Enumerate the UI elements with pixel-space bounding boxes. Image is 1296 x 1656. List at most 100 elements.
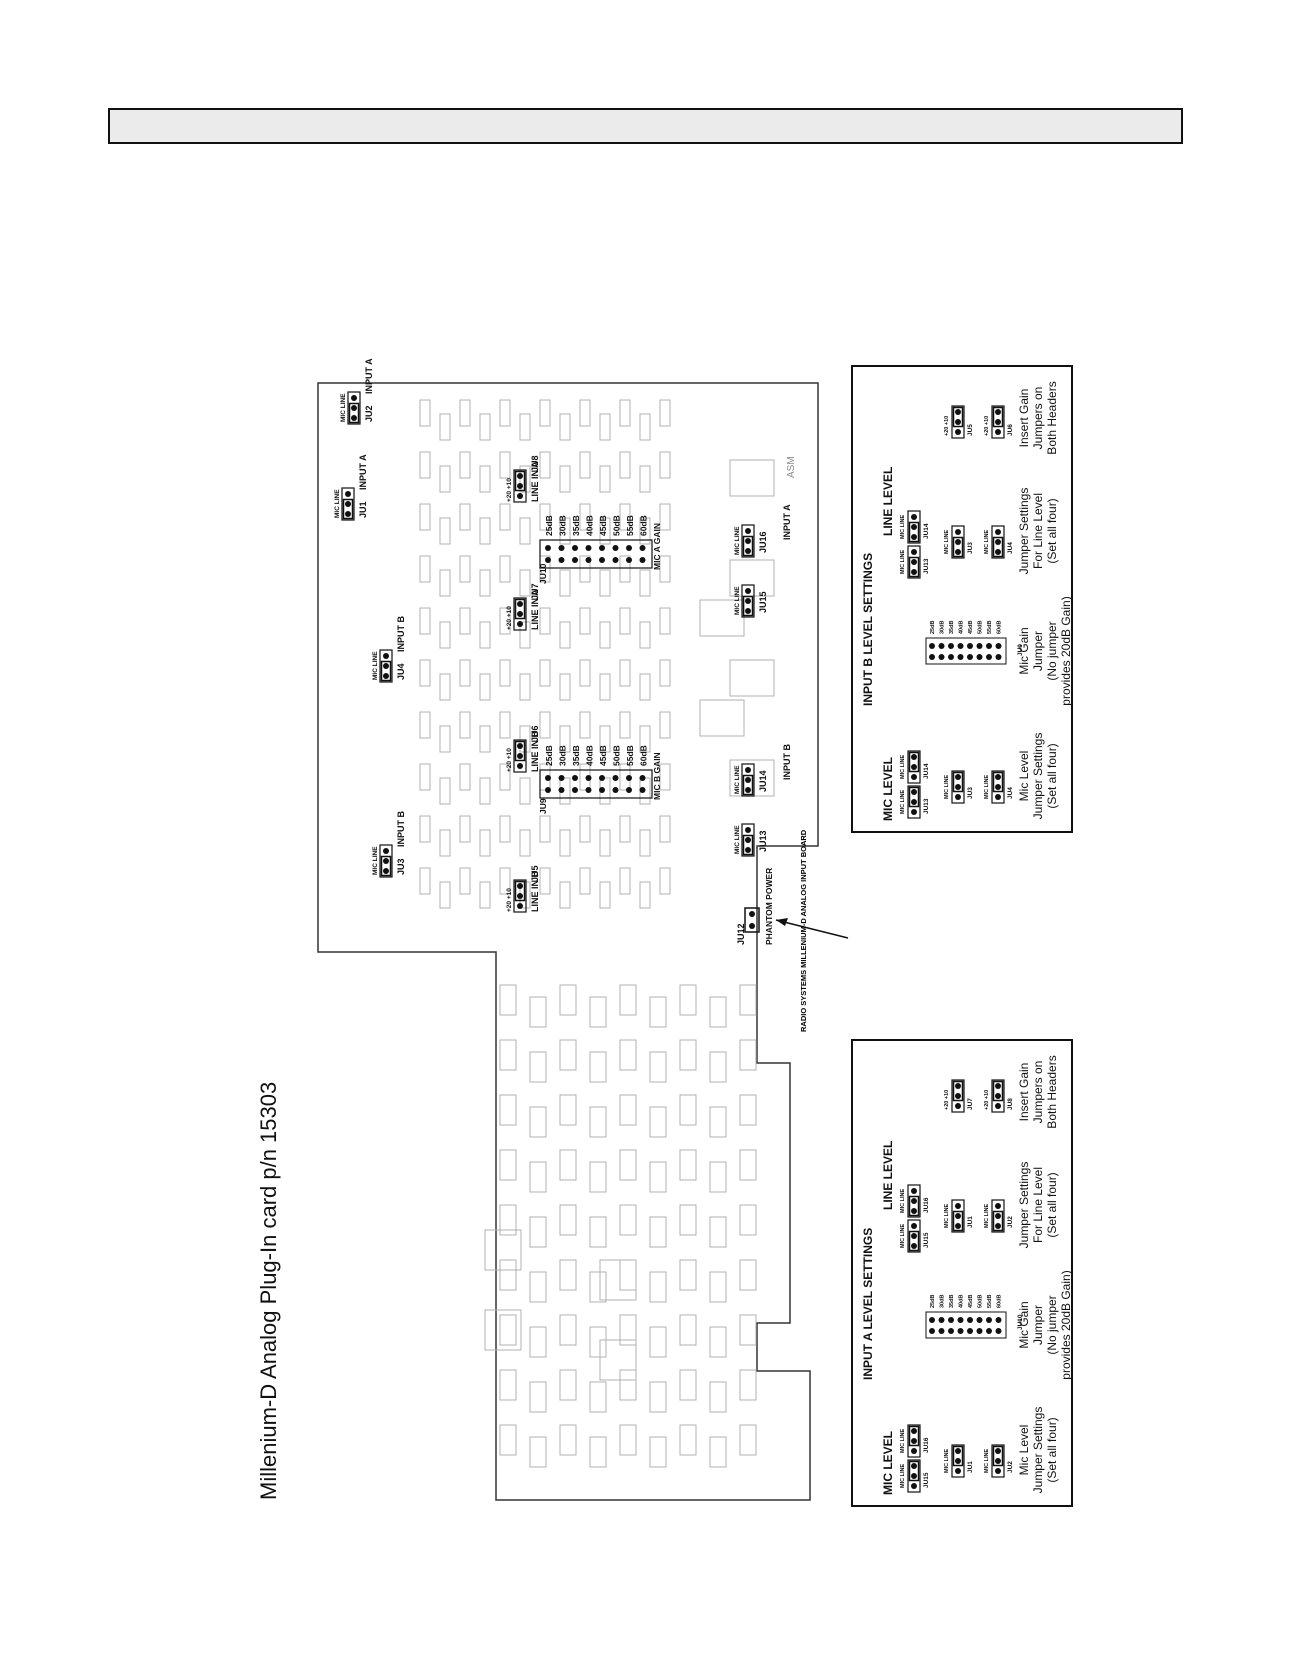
asm-label: ASM: [786, 456, 797, 478]
panel-caption-mic-level-line: Mic Level: [1017, 751, 1031, 802]
jumper-pin: [986, 643, 992, 649]
gain-step-label: 50dB: [612, 515, 622, 536]
gain-step-label: 45dB: [968, 1295, 974, 1308]
jumper-pin: [995, 794, 1001, 800]
jumper-pin: [911, 1198, 917, 1204]
jumper-pin: [948, 654, 954, 660]
gain-step-label: 55dB: [987, 1295, 993, 1308]
jumper-pin: [955, 419, 961, 425]
mic-line-label: MIC LINE: [900, 1464, 906, 1488]
mic-line-label: MIC LINE: [334, 489, 341, 518]
panel-caption-line-level-line: Jumper Settings: [1017, 1162, 1031, 1249]
jumper-pin: [572, 787, 578, 793]
panel-mic-ju2-header: [991, 1444, 1005, 1478]
jumper-pin: [995, 419, 1001, 425]
jumper-pin: [351, 405, 357, 411]
mic-line-label: MIC LINE: [900, 1189, 906, 1213]
jumper-pin: [517, 601, 523, 607]
jumper-pin: [976, 643, 983, 649]
jumper-pin: [599, 787, 605, 793]
panel-gain-jumper-label: JU10: [1017, 1314, 1024, 1330]
jumper-pin: [938, 1328, 945, 1334]
jumper-pin: [383, 858, 389, 864]
jumper-pin: [955, 429, 961, 435]
jumper-pin: [351, 415, 357, 421]
jumper-pin: [995, 539, 1001, 545]
jumper-pin: [599, 775, 605, 781]
jumper-pin: [545, 787, 551, 793]
panel-caption-line-level-line: Jumper Settings: [1017, 488, 1031, 575]
jumper-pin: [995, 643, 1002, 649]
jumper-pin: [995, 549, 1001, 555]
jumper-pin: [955, 1448, 961, 1454]
mic-line-label: MIC LINE: [984, 1449, 990, 1473]
jumper-pin: [911, 1223, 917, 1229]
jumper-pin: [517, 743, 523, 749]
board-ju16-header: [741, 524, 755, 558]
gain-step-label: 60dB: [997, 1295, 1003, 1308]
panel-mic-ju16-label: JU16: [923, 1437, 930, 1453]
jumper-pin: [976, 1317, 983, 1323]
jumper-pin: [986, 1328, 992, 1334]
panel-line-ju1-label: JU1: [967, 1216, 974, 1228]
jumper-pin: [745, 837, 751, 843]
jumper-pin: [345, 511, 351, 517]
panel-caption-mic-level-line: (Set all four): [1045, 743, 1059, 808]
board-ju10-gain-label: MIC A GAIN: [652, 523, 662, 570]
jumper-pin: [995, 1458, 1001, 1464]
mic-line-label: MIC LINE: [372, 651, 379, 680]
jumper-pin: [745, 598, 751, 604]
jumper-pin: [955, 409, 961, 415]
jumper-pin: [955, 1083, 961, 1089]
jumper-pin: [558, 545, 565, 551]
panel-mic-ju14-label: JU14: [923, 763, 930, 779]
jumper-pin: [929, 1328, 935, 1334]
panel-insert-ju5-header: [951, 405, 965, 439]
jumper-pin: [911, 569, 917, 575]
jumper-pin: [612, 557, 619, 563]
jumper-pin: [558, 787, 565, 793]
panel-gain-jumper-label: JU9: [1017, 644, 1024, 656]
board-ju8-label: JU8: [530, 455, 540, 472]
jumper-pin: [995, 1103, 1001, 1109]
jumper-pin: [967, 1328, 973, 1334]
board-ju4-label: JU4: [396, 663, 406, 680]
pointer-arrow: [775, 919, 849, 939]
phantom-power-label: PHANTOM POWER: [764, 868, 774, 945]
jumper-pin: [911, 534, 917, 540]
panel-insert-ju8-header: [991, 1079, 1005, 1113]
plus-label: +20 +10: [506, 606, 513, 630]
panel-mic-ju3-label: JU3: [967, 787, 974, 799]
panel-caption-line-level-line: (Set all four): [1045, 1172, 1059, 1237]
jumper-pin: [383, 663, 389, 669]
gain-step-label: 35dB: [949, 1295, 955, 1308]
panel-mic-level-heading: MIC LEVEL: [881, 757, 895, 821]
jumper-pin: [545, 557, 551, 563]
panel-mic-ju14-header: [907, 750, 921, 784]
mic-line-label: MIC LINE: [734, 526, 741, 555]
jumper-pin: [995, 1468, 1001, 1474]
panel-mic-ju16-header: [907, 1424, 921, 1458]
mic-line-label: MIC LINE: [984, 775, 990, 799]
header-bar: [108, 108, 1183, 144]
jumper-pin: [558, 557, 565, 563]
jumper-pin: [517, 893, 523, 899]
gain-step-label: 35dB: [949, 621, 955, 634]
jumper-pin: [976, 1328, 983, 1334]
gain-step-label: 25dB: [930, 621, 936, 634]
jumper-pin: [938, 654, 945, 660]
gain-step-label: 35dB: [571, 515, 581, 536]
board-ju7-sub: LINE IN A: [530, 589, 540, 630]
jumper-pin: [995, 409, 1001, 415]
board-ju3-header: [379, 844, 393, 878]
jumper-pin: [995, 1093, 1001, 1099]
